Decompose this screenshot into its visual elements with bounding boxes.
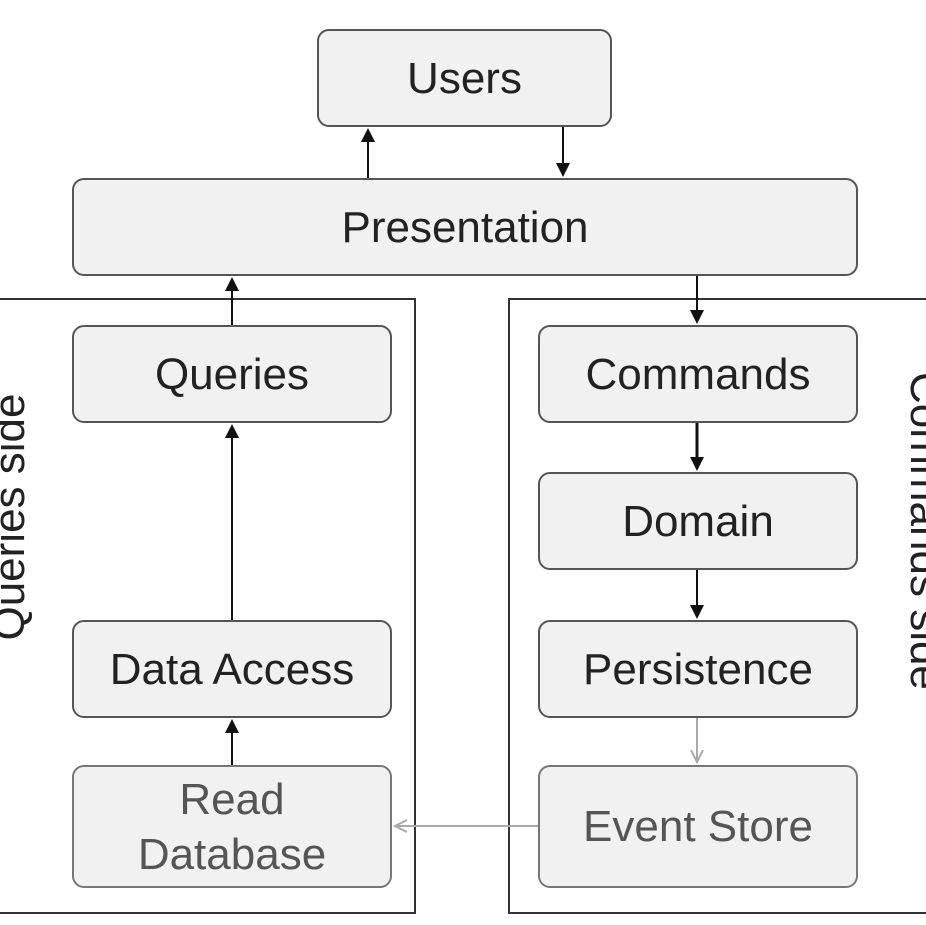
commands-side-group: [508, 298, 926, 914]
persistence-node: Persistence: [538, 620, 858, 718]
queries-node: Queries: [72, 325, 392, 423]
domain-node: Domain: [538, 472, 858, 570]
read-database-label: Read Database: [137, 774, 327, 879]
event-store-node: Event Store: [538, 765, 858, 888]
commands-node: Commands: [538, 325, 858, 423]
read-database-node: Read Database: [72, 765, 392, 888]
queries-side-group: [0, 298, 416, 914]
users-node: Users: [317, 29, 612, 127]
presentation-node: Presentation: [72, 178, 858, 276]
data-access-node: Data Access: [72, 620, 392, 718]
